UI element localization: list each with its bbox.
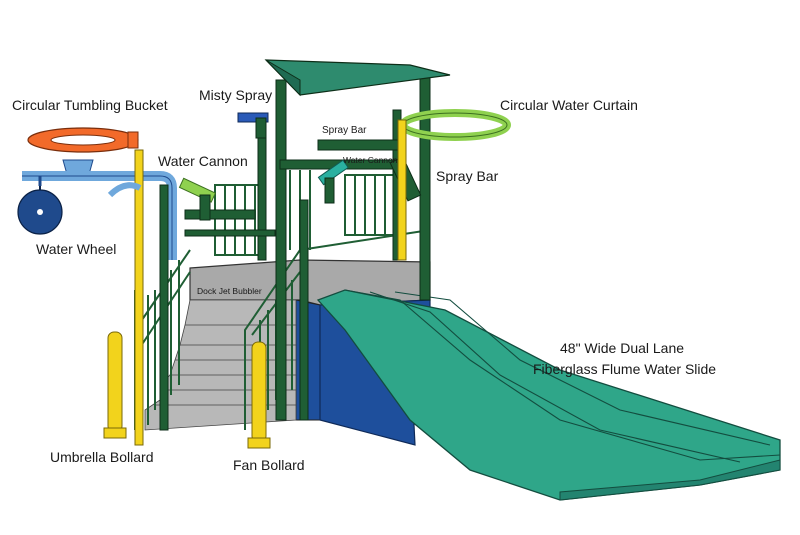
label-dock-jet-bubbler: Dock Jet Bubbler <box>197 286 262 296</box>
feeder-pipe <box>22 149 177 446</box>
label-circular-water-curtain: Circular Water Curtain <box>500 97 638 113</box>
label-umbrella-bollard: Umbrella Bollard <box>50 449 153 465</box>
water-wheel <box>17 176 63 235</box>
dual-lane-slide <box>316 289 781 501</box>
misty-spray <box>237 112 269 139</box>
water-cannon-left-hose <box>107 182 142 198</box>
label-water-cannon-left: Water Cannon <box>158 153 248 169</box>
circular-tumbling-bucket <box>27 127 139 179</box>
label-fan-bollard: Fan Bollard <box>233 457 305 473</box>
label-misty-spray: Misty Spray <box>199 87 272 103</box>
umbrella-bollard <box>103 331 127 439</box>
label-slide-line-2: Fiberglass Flume Water Slide <box>533 361 716 377</box>
fan-bollard <box>247 341 271 449</box>
spray-bar-top <box>317 139 399 151</box>
label-spray-bar-top: Spray Bar <box>322 125 367 136</box>
label-water-cannon-right: Water Cannon <box>343 155 398 165</box>
roof <box>264 59 451 97</box>
slide-post-right <box>397 119 407 261</box>
label-slide-line-1: 48" Wide Dual Lane <box>560 340 684 356</box>
water-cannon-right <box>317 159 349 204</box>
label-circular-tumbling-bucket: Circular Tumbling Bucket <box>12 97 168 113</box>
label-water-wheel: Water Wheel <box>36 241 116 257</box>
water-cannon-left <box>178 177 217 221</box>
deck-platform <box>189 259 431 306</box>
label-spray-bar-right: Spray Bar <box>436 168 499 184</box>
